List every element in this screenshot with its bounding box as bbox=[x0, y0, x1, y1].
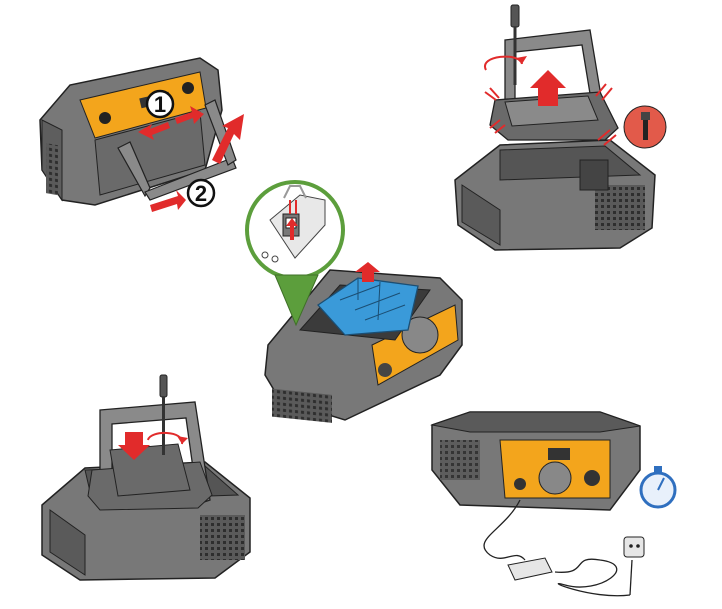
battery-pack bbox=[317, 262, 419, 336]
arrows-lower-cover bbox=[118, 432, 188, 460]
device-base bbox=[454, 139, 656, 251]
step-remove-battery-cover bbox=[454, 4, 667, 251]
screw-icon bbox=[623, 105, 667, 149]
step-insert-battery-connector bbox=[245, 180, 463, 423]
power-adapter bbox=[507, 557, 553, 581]
wall-plug bbox=[623, 536, 645, 558]
arrows-unlock bbox=[138, 106, 244, 212]
step-charge-unit bbox=[430, 411, 677, 597]
screwdriver-icon bbox=[510, 4, 520, 85]
power-cable bbox=[483, 499, 633, 597]
connector-detail-callout bbox=[245, 180, 345, 327]
callout-2: 2 bbox=[186, 178, 216, 208]
callout-1-label: 1 bbox=[154, 92, 166, 117]
callout-1: 1 bbox=[145, 89, 175, 119]
callout-2-label: 2 bbox=[195, 181, 207, 206]
arrows-lift-cover bbox=[484, 55, 617, 146]
step-refit-cover bbox=[41, 374, 251, 581]
step-open-handle: 1 2 bbox=[39, 57, 244, 212]
raised-frame bbox=[87, 401, 213, 511]
screwdriver-icon bbox=[159, 374, 168, 455]
carry-handle bbox=[117, 99, 237, 201]
device-rear-view bbox=[430, 411, 641, 511]
stopwatch-icon bbox=[639, 466, 677, 509]
